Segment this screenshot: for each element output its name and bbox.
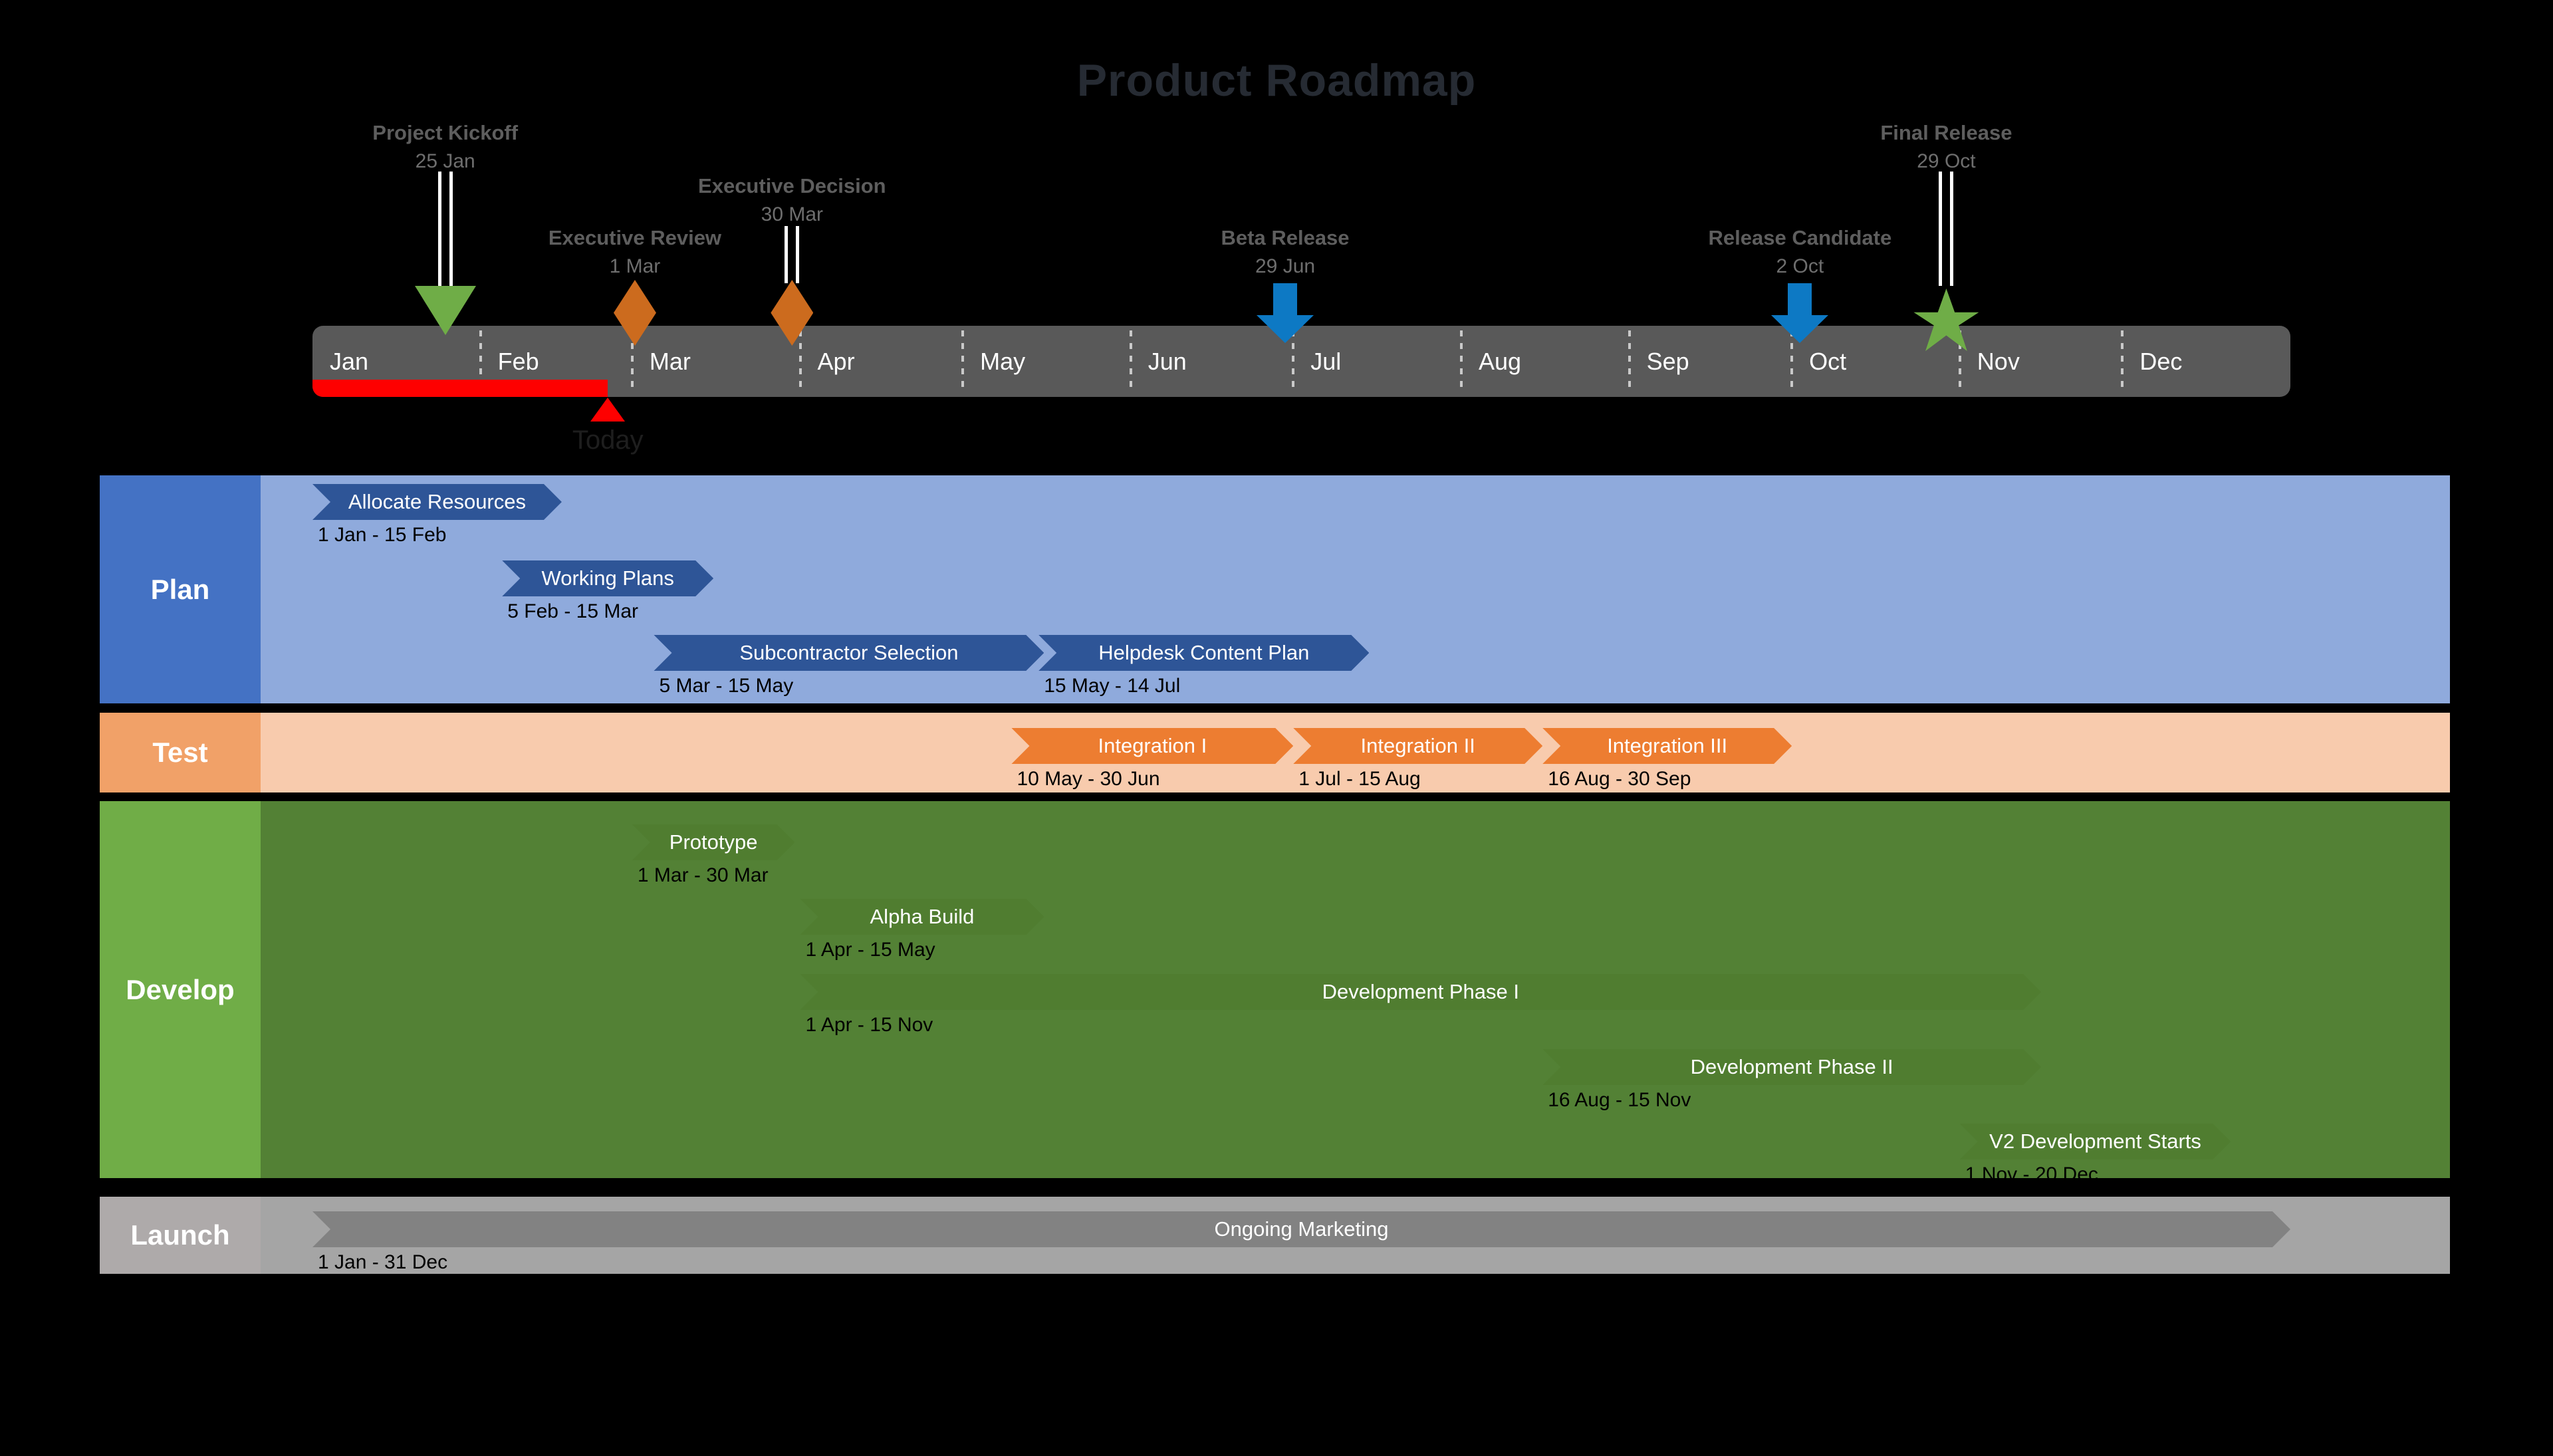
task-integration-ii: Integration II [1293, 728, 1542, 764]
month-cell-mar: Mar [649, 348, 691, 375]
task-prototype: Prototype [632, 824, 795, 860]
milestone-label-block: Executive Decision 30 Mar [526, 172, 1058, 229]
lane-label-develop: Develop [100, 801, 261, 1178]
task-dates-allocate-resources: 1 Jan - 15 Feb [318, 524, 447, 546]
month-cell-jun: Jun [1148, 348, 1187, 375]
task-dates-helpdesk-content-plan: 15 May - 14 Jul [1044, 675, 1181, 697]
task-dates-subcontractor-selection: 5 Mar - 15 May [659, 675, 794, 697]
milestone-date: 2 Oct [1776, 255, 1824, 277]
month-cell-nov: Nov [1977, 348, 2020, 375]
month-separator [1790, 330, 1794, 392]
task-development-phase-ii: Development Phase II [1542, 1049, 2041, 1085]
month-cell-feb: Feb [497, 348, 539, 375]
blue-down-arrow-icon [1273, 283, 1298, 315]
milestone-label-block: Executive Review 1 Mar [369, 223, 901, 281]
task-dates-v2-development-starts: 1 Nov - 20 Dec [1965, 1163, 2098, 1185]
task-dates-integration-i: 10 May - 30 Jun [1017, 768, 1160, 790]
task-alpha-build: Alpha Build [800, 899, 1044, 935]
month-cell-aug: Aug [1478, 348, 1521, 375]
task-dates-development-phase-i: 1 Apr - 15 Nov [805, 1014, 933, 1036]
today-label: Today [572, 425, 644, 455]
lane-label-plan: Plan [100, 475, 261, 703]
task-working-plans: Working Plans [502, 560, 713, 596]
task-dates-alpha-build: 1 Apr - 15 May [805, 939, 935, 961]
month-separator [2121, 330, 2124, 392]
month-cell-jan: Jan [330, 348, 369, 375]
blue-down-arrow-head [1257, 315, 1314, 343]
task-integration-i: Integration I [1011, 728, 1293, 764]
milestone-stem [1939, 172, 1954, 286]
task-ongoing-marketing: Ongoing Marketing [312, 1211, 2290, 1247]
month-separator [1292, 330, 1295, 392]
milestone-label-block: Release Candidate 2 Oct [1534, 223, 2066, 281]
milestone-name: Beta Release [1221, 226, 1350, 249]
milestone-date: 29 Oct [1917, 150, 1976, 172]
green-down-arrow-icon [414, 286, 476, 335]
task-dates-working-plans: 5 Feb - 15 Mar [507, 600, 639, 622]
month-separator [961, 330, 965, 392]
milestone-stem [437, 172, 453, 286]
milestone-name: Project Kickoff [372, 121, 519, 144]
task-allocate-resources: Allocate Resources [312, 484, 562, 520]
month-separator [798, 330, 802, 392]
today-elapsed-bar [312, 380, 608, 397]
month-separator [630, 330, 634, 392]
milestone-date: 1 Mar [609, 255, 661, 277]
today-pointer-icon [590, 398, 626, 422]
month-cell-apr: Apr [817, 348, 855, 375]
task-development-phase-i: Development Phase I [800, 974, 2042, 1010]
milestone-label-block: Final Release 29 Oct [1680, 118, 2212, 176]
month-cell-sep: Sep [1646, 348, 1689, 375]
page-title: Product Roadmap [1076, 55, 1477, 106]
task-helpdesk-content-plan: Helpdesk Content Plan [1038, 635, 1369, 671]
task-v2-development-starts: V2 Development Starts [1960, 1124, 2231, 1159]
milestone-date: 30 Mar [761, 203, 824, 225]
month-separator [1628, 330, 1631, 392]
task-integration-iii: Integration III [1542, 728, 1792, 764]
milestone-name: Final Release [1880, 121, 2012, 144]
blue-down-arrow-head [1771, 315, 1829, 343]
task-dates-integration-ii: 1 Jul - 15 Aug [1298, 768, 1421, 790]
blue-down-arrow-icon [1788, 283, 1812, 315]
milestone-name: Executive Review [548, 226, 722, 249]
milestone-name: Executive Decision [698, 174, 886, 197]
milestone-label-block: Beta Release 29 Jun [1019, 223, 1551, 281]
task-dates-development-phase-ii: 16 Aug - 15 Nov [1548, 1089, 1691, 1111]
month-cell-jul: Jul [1310, 348, 1342, 375]
milestone-label-block: Project Kickoff 25 Jan [180, 118, 711, 176]
lane-label-test: Test [100, 713, 261, 792]
milestone-date: 25 Jan [415, 150, 475, 172]
milestone-date: 29 Jun [1255, 255, 1316, 277]
month-cell-may: May [980, 348, 1026, 375]
task-dates-prototype: 1 Mar - 30 Mar [637, 864, 769, 886]
month-separator [1129, 330, 1132, 392]
month-separator [479, 330, 482, 392]
task-dates-integration-iii: 16 Aug - 30 Sep [1548, 768, 1691, 790]
lane-label-launch: Launch [100, 1197, 261, 1274]
month-cell-oct: Oct [1809, 348, 1847, 375]
month-separator [1958, 330, 1961, 392]
milestone-stem [785, 226, 800, 283]
milestone-name: Release Candidate [1708, 226, 1892, 249]
month-separator [1459, 330, 1463, 392]
task-subcontractor-selection: Subcontractor Selection [654, 635, 1044, 671]
task-dates-ongoing-marketing: 1 Jan - 31 Dec [318, 1251, 448, 1273]
month-cell-dec: Dec [2139, 348, 2183, 375]
